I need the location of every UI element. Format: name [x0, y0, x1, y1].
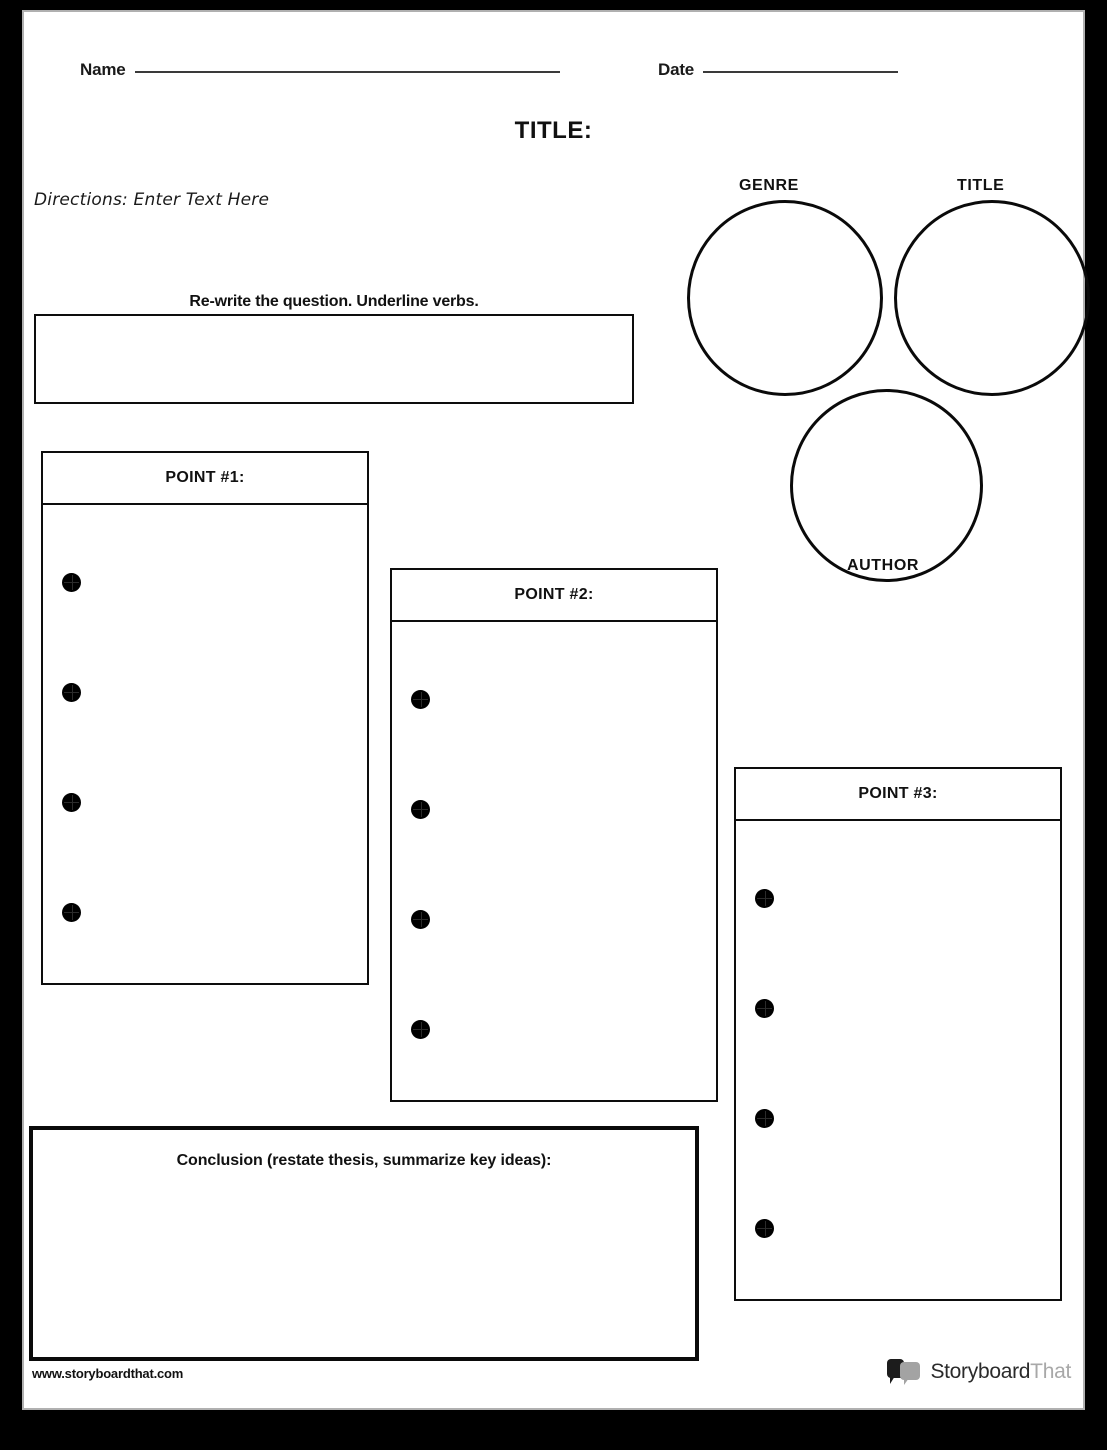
venn-circle-genre[interactable]	[687, 200, 883, 396]
name-label: Name	[80, 60, 126, 79]
name-input-line[interactable]	[134, 71, 560, 73]
venn-label-author: AUTHOR	[847, 557, 920, 574]
bullet-marker	[411, 1019, 430, 1039]
bullet-marker	[62, 682, 81, 702]
directions-text: Directions: Enter Text Here	[34, 190, 270, 210]
header-row: Name Date	[24, 60, 1083, 94]
point-2-header-label: POINT #2:	[514, 586, 594, 603]
point-3-body[interactable]	[736, 821, 1060, 1299]
bullet-marker	[755, 1108, 774, 1128]
venn-label-genre: GENRE	[739, 177, 799, 194]
point-1-bullet-list	[43, 505, 367, 983]
page-title: TITLE:	[514, 117, 593, 144]
logo-word-secondary: That	[1030, 1360, 1071, 1383]
speech-bubble-gray-icon	[900, 1362, 921, 1385]
logo-wordmark: StoryboardThat	[930, 1360, 1071, 1384]
venn-label-title: TITLE	[957, 177, 1005, 194]
footer-bar: www.storyboardthat.com StoryboardThat	[24, 1356, 1083, 1396]
bullet-marker	[755, 888, 774, 908]
venn-circle-author[interactable]	[790, 389, 983, 582]
rewrite-question-label: Re-write the question. Underline verbs.	[189, 293, 479, 310]
storyboardthat-logo[interactable]: StoryboardThat	[887, 1358, 1071, 1386]
name-field-group[interactable]: Name	[80, 60, 560, 80]
worksheet-sheet: Name Date TITLE: Directions: Enter Text …	[22, 10, 1090, 1410]
point-3-bullet-list	[736, 821, 1060, 1299]
bullet-marker	[62, 572, 81, 592]
point-1-body[interactable]	[43, 505, 367, 983]
conclusion-box[interactable]: Conclusion (restate thesis, summarize ke…	[29, 1126, 699, 1361]
bullet-marker	[411, 689, 430, 709]
conclusion-label: Conclusion (restate thesis, summarize ke…	[176, 1152, 552, 1169]
venn-circle-title[interactable]	[894, 200, 1090, 396]
rewrite-question-box[interactable]	[34, 314, 634, 404]
footer-url[interactable]: www.storyboardthat.com	[32, 1366, 184, 1381]
date-field-group[interactable]: Date	[658, 60, 899, 80]
point-3-header: POINT #3:	[736, 769, 1060, 821]
point-2-bullet-list	[392, 622, 716, 1100]
point-box-2: POINT #2:	[390, 568, 718, 1102]
date-input-line[interactable]	[703, 71, 899, 73]
bullet-marker	[62, 792, 81, 812]
point-box-1: POINT #1:	[41, 451, 369, 985]
point-2-header: POINT #2:	[392, 570, 716, 622]
bullet-marker	[62, 902, 81, 922]
point-1-header-label: POINT #1:	[165, 469, 245, 486]
bullet-marker	[755, 998, 774, 1018]
date-label: Date	[658, 60, 695, 79]
bullet-marker	[411, 799, 430, 819]
speech-bubble-icon	[887, 1358, 923, 1386]
point-3-header-label: POINT #3:	[858, 785, 938, 802]
venn-diagram: GENRE TITLE AUTHOR	[679, 167, 1090, 582]
logo-word-primary: Storyboard	[930, 1360, 1031, 1383]
speech-bubble-dark-icon	[887, 1359, 905, 1384]
point-1-header: POINT #1:	[43, 453, 367, 505]
point-2-body[interactable]	[392, 622, 716, 1100]
bullet-marker	[755, 1218, 774, 1238]
bullet-marker	[411, 909, 430, 929]
point-box-3: POINT #3:	[734, 767, 1062, 1301]
